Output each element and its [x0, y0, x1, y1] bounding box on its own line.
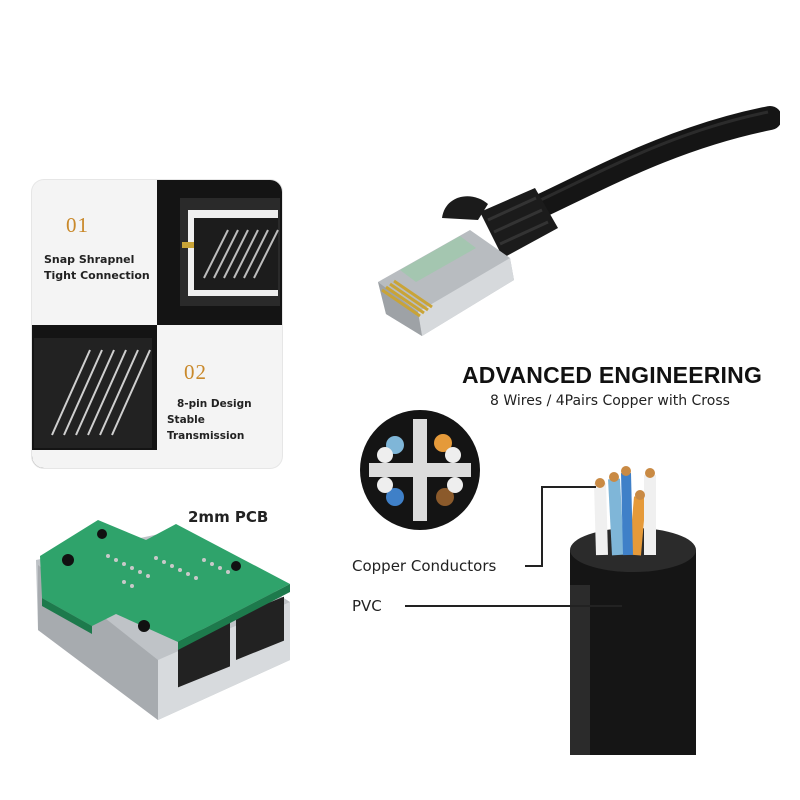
copper-conductors-label: Copper Conductors	[352, 557, 497, 575]
feature-number: 01	[66, 213, 89, 237]
feature-text-line: Stable Transmission	[167, 414, 245, 442]
feature-text-line: 8-pin Design	[177, 398, 252, 410]
connector-closeup-images	[32, 180, 282, 468]
feature-text-line: Tight Connection	[44, 269, 150, 282]
callout-lines	[405, 486, 622, 607]
feature-text: Snap Shrapnel Tight Connection	[44, 252, 150, 284]
feature-text-line: Snap Shrapnel	[44, 253, 135, 266]
pvc-label: PVC	[352, 597, 382, 615]
cable-cross-section-image	[360, 410, 480, 530]
pcb-coupler-image	[36, 520, 290, 720]
section-subheading: 8 Wires / 4Pairs Copper with Cross	[490, 393, 730, 409]
pcb-label: 2mm PCB	[188, 508, 269, 526]
feature-number: 02	[184, 360, 207, 384]
rj45-cable-plug-image	[378, 106, 780, 336]
cable-end-image	[570, 466, 696, 755]
feature-card: 01 Snap Shrapnel Tight Connection 02 8-p…	[32, 180, 282, 468]
feature-text: 8-pin Design Stable Transmission	[167, 396, 282, 444]
section-heading: ADVANCED ENGINEERING	[462, 362, 763, 388]
